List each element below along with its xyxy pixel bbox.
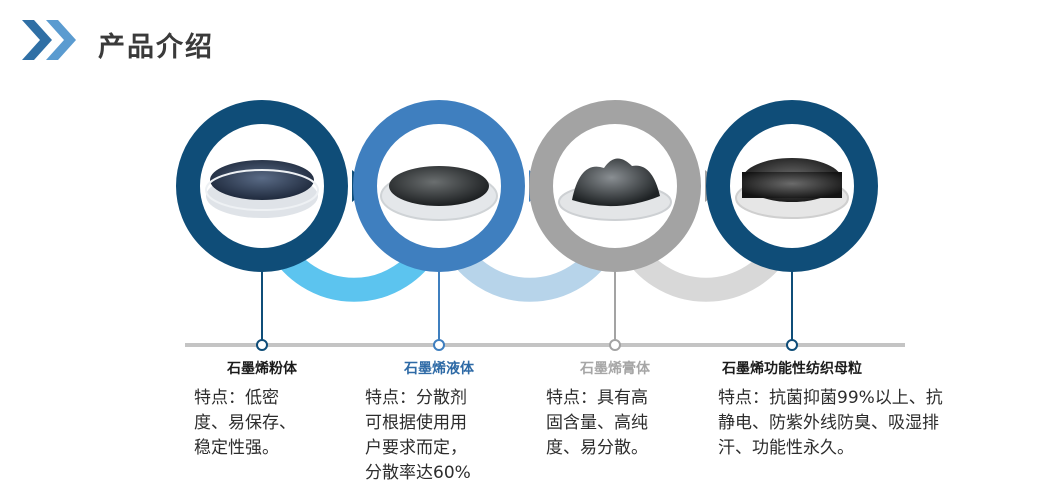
powder-dish-image xyxy=(205,160,319,218)
product-desc-powder: 特点：低密 度、易保存、 稳定性强。 xyxy=(194,388,296,458)
product-desc-masterbatch: 特点：抗菌抑菌99%以上、抗 静电、防紫外线防臭、吸湿排 汗、功能性永久。 xyxy=(718,388,943,458)
timeline-node-3 xyxy=(609,339,621,351)
liquid-dish-image xyxy=(380,166,498,221)
timeline-node-2 xyxy=(433,339,445,351)
pellet-dish-image xyxy=(735,158,849,219)
product-desc-paste: 特点：具有高 固含量、高纯 度、易分散。 xyxy=(546,388,648,458)
timeline-node-1 xyxy=(256,339,268,351)
page-title: 产品介绍 xyxy=(98,32,214,63)
product-title-paste: 石墨烯膏体 xyxy=(580,361,650,377)
double-chevron-icon xyxy=(22,20,76,60)
timeline-node-4 xyxy=(786,339,798,351)
product-title-masterbatch: 石墨烯功能性纺织母粒 xyxy=(722,361,862,377)
paste-dish-image xyxy=(558,158,672,221)
product-title-powder: 石墨烯粉体 xyxy=(227,361,297,377)
product-title-liquid: 石墨烯液体 xyxy=(404,361,474,377)
header: 产品介绍 xyxy=(20,18,420,63)
product-desc-liquid: 特点：分散剂 可根据使用用 户要求而定， 分散率达60% xyxy=(365,388,471,483)
